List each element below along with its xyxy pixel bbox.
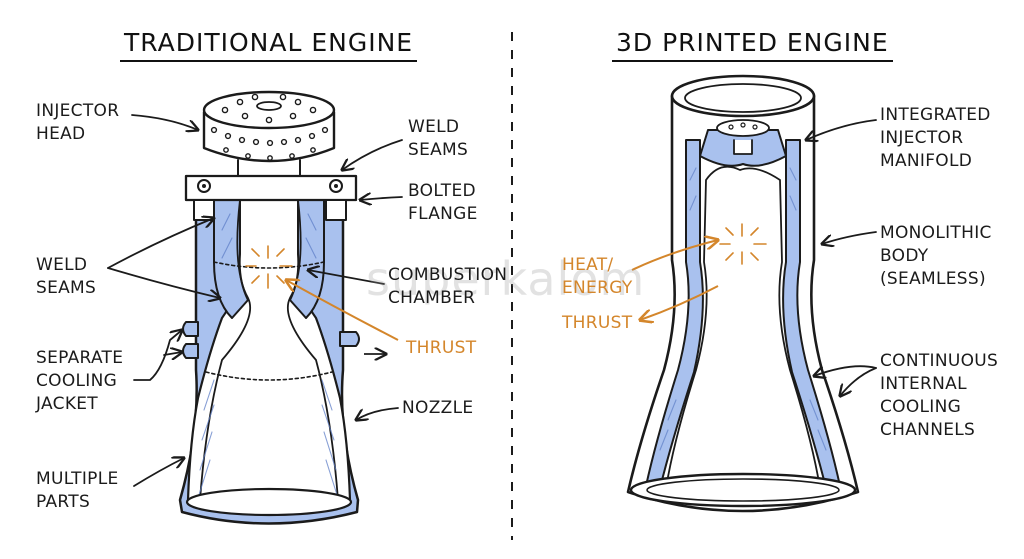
label-nozzle: NOZZLE	[402, 398, 474, 418]
printed-nozzle-exit	[629, 472, 857, 508]
heat-spark	[719, 223, 767, 265]
weld-seam	[205, 371, 333, 381]
title-3d-printed-engine: 3D PRINTED ENGINE	[612, 28, 893, 62]
printed-engine-drawing	[626, 74, 860, 513]
combustion-spark	[245, 245, 293, 289]
printed-thrust-arrow	[640, 285, 719, 320]
traditional-nozzle-exit	[185, 487, 353, 517]
printed-leader-lines	[806, 119, 877, 396]
cooling-pipe-inlet	[182, 321, 199, 337]
traditional-leader-lines	[107, 114, 403, 487]
heat-energy-arrow	[631, 240, 718, 271]
label-thrust-traditional: THRUST	[406, 338, 477, 358]
watermark: superkalom	[366, 252, 646, 306]
traditional-engine-drawing	[178, 90, 360, 525]
nozzle-hatching	[197, 213, 339, 499]
title-traditional-engine: TRADITIONAL ENGINE	[120, 28, 418, 62]
bolted-flange	[184, 174, 358, 202]
label-heat-energy: HEAT/ENERGY	[562, 255, 633, 298]
traditional-thrust-arrow	[286, 280, 399, 341]
injector-holes	[210, 93, 329, 161]
cooling-pipe-outlet	[339, 331, 360, 347]
label-thrust-printed: THRUST	[562, 313, 633, 333]
weld-seam	[213, 261, 325, 269]
